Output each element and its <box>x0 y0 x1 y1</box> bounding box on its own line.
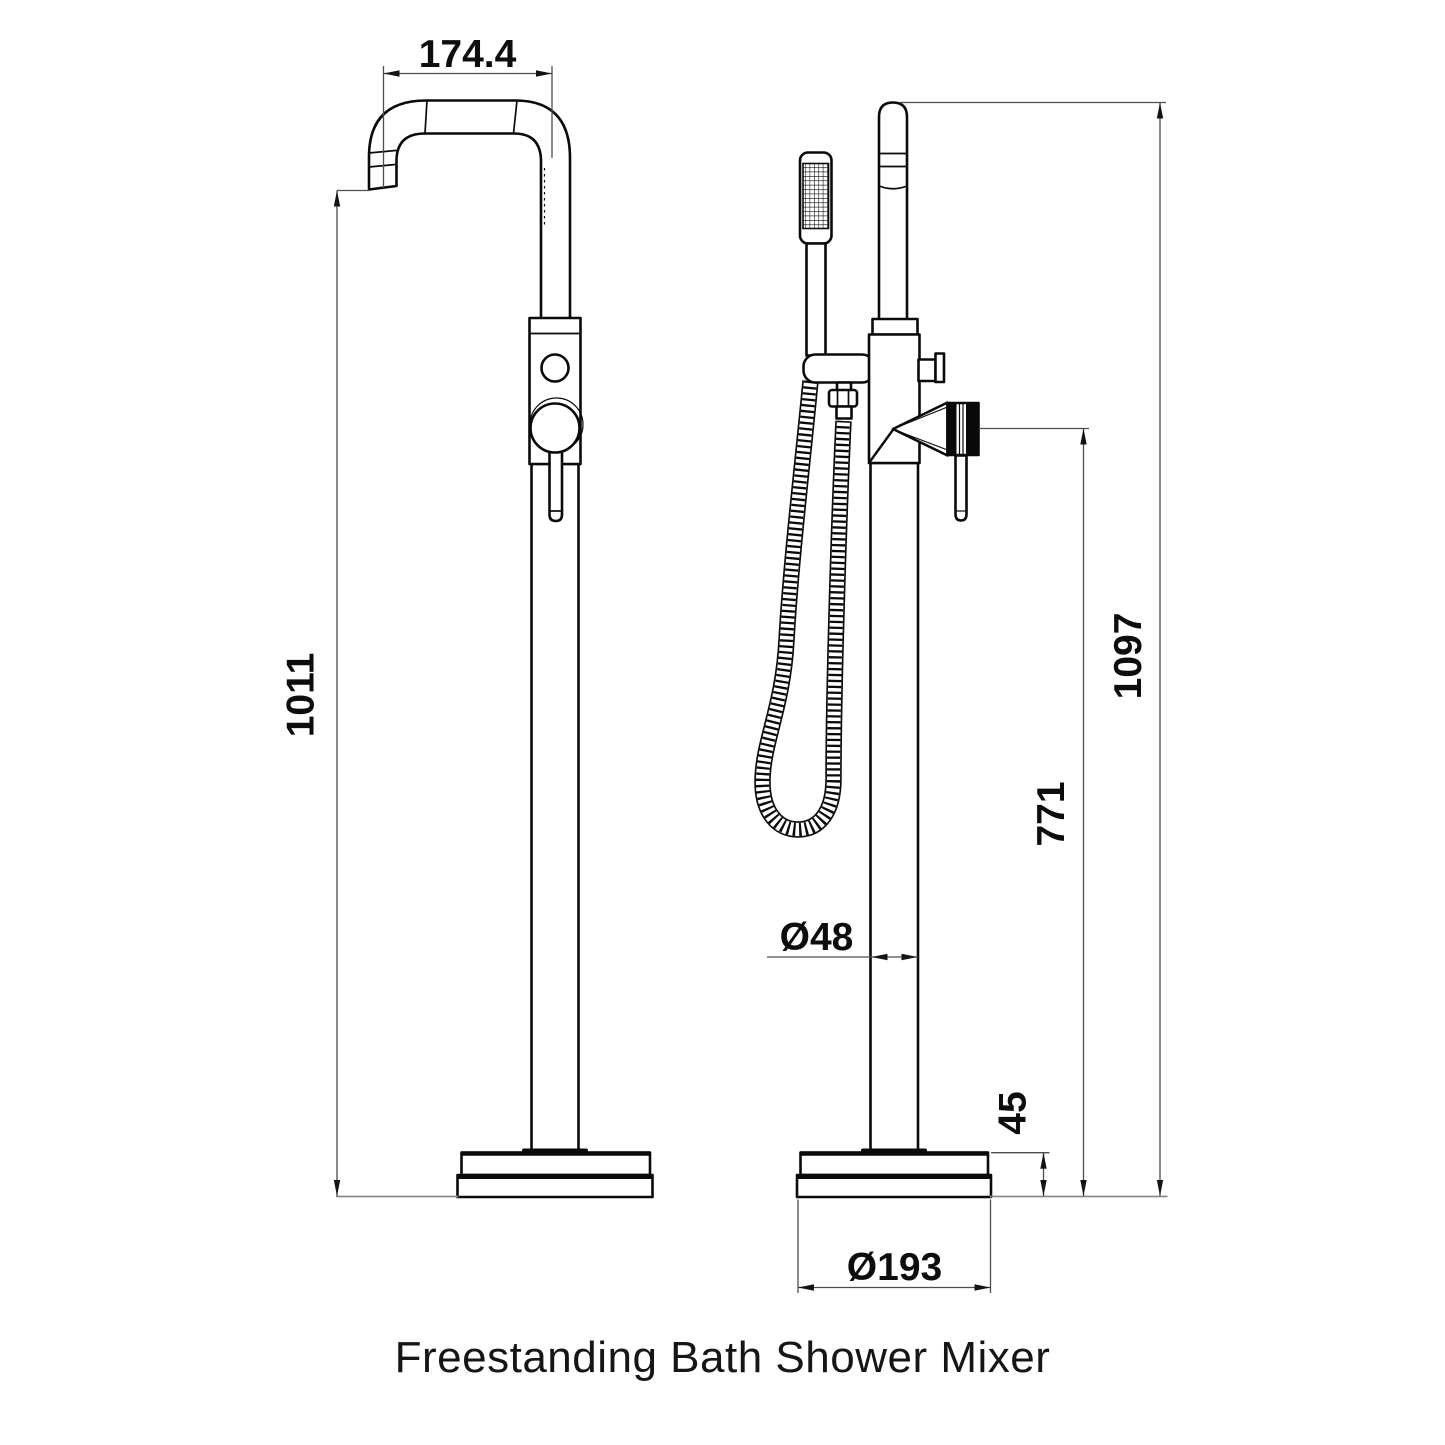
dimension-label: 174.4 <box>419 33 517 76</box>
handle-cone-inner-lines <box>898 406 948 451</box>
diverter-button-flange <box>934 352 946 384</box>
hose-connector <box>835 405 853 420</box>
spout-bend-ticks <box>424 100 518 134</box>
shower-hose <box>754 380 852 838</box>
diverter-button-stem <box>917 358 937 383</box>
handset-spray-face <box>802 162 830 230</box>
holder-bracket <box>802 353 876 384</box>
valve-body-side <box>867 333 921 465</box>
dimension-spout-reach: 174.4 <box>382 33 553 188</box>
dimension-overall-height: 1097 <box>899 101 1166 1196</box>
handle-collar-band-left <box>946 402 957 456</box>
dimension-label: Ø48 <box>780 916 854 959</box>
handle-collar-band-right <box>966 402 979 456</box>
side-view <box>754 101 993 1199</box>
spout-front <box>367 99 572 322</box>
lever-handle-front <box>548 444 564 523</box>
handset-handle <box>805 242 827 357</box>
base-top-plate-side <box>799 1151 990 1177</box>
body-chamfer <box>868 429 894 463</box>
riser-rings-side <box>879 152 907 168</box>
diverter-button-front <box>540 353 570 383</box>
valve-body-collar-side <box>871 317 919 336</box>
dimension-spout-height: 1011 <box>280 189 370 1196</box>
base-foot-tab-side <box>861 1148 927 1156</box>
dimension-column-diameter: Ø48 <box>767 916 918 961</box>
spout-outlet-rings <box>368 149 397 168</box>
column-front <box>530 462 580 1154</box>
front-view <box>367 99 654 1199</box>
hand-shower <box>798 151 833 357</box>
handle-collar-midlines <box>958 404 964 454</box>
column-side <box>869 461 920 1154</box>
dimension-label: Ø193 <box>847 1246 942 1289</box>
base-top-plate-front <box>460 1151 652 1177</box>
drawing-caption: Freestanding Bath Shower Mixer <box>395 1333 1051 1382</box>
handset-holder <box>802 353 876 420</box>
dimension-label: 771 <box>1030 781 1073 846</box>
dimensions: 174.4 1011 1097 771 <box>280 33 1166 1293</box>
dimension-label: 1011 <box>280 653 323 738</box>
riser-pipe-side <box>877 101 909 322</box>
hose-nut <box>827 388 859 408</box>
dimension-label: 1097 <box>1107 613 1150 700</box>
riser-curve-line <box>878 185 908 190</box>
dimension-label: 45 <box>992 1091 1035 1134</box>
dimension-base-diameter: Ø193 <box>797 1199 992 1293</box>
base-foot-tab-front <box>522 1148 588 1156</box>
handle-hub-front <box>529 402 581 454</box>
lever-handle-side <box>954 454 968 522</box>
dimension-handle-height: 771 <box>979 427 1089 1196</box>
dimension-base-height: 45 <box>991 1091 1050 1196</box>
mixer-handle-side <box>868 401 980 522</box>
hose-nut-facets <box>836 390 850 407</box>
